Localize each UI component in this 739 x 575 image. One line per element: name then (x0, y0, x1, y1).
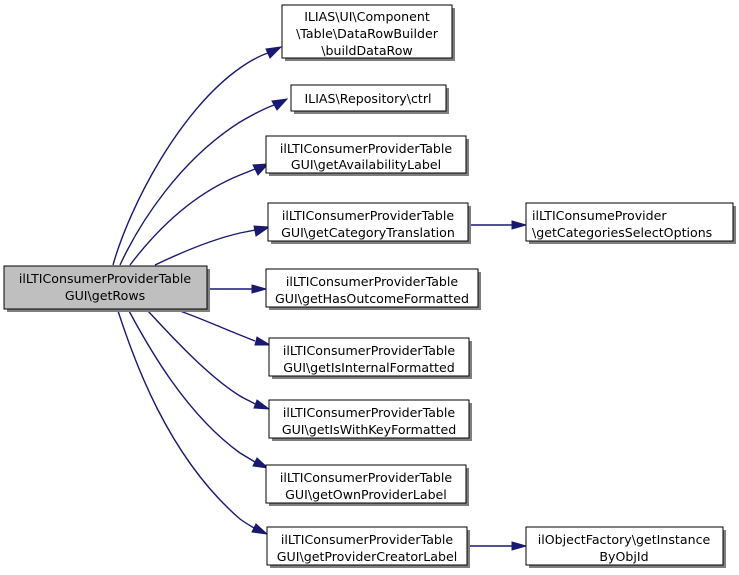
node-builddatarow-line-3: \buildDataRow (321, 43, 412, 58)
node-getavailabilitylabel-line-1: ilLTIConsumerProviderTable (280, 141, 453, 156)
node-getprovidercreatorlabel[interactable]: ilLTIConsumerProviderTable GUI\getProvid… (266, 526, 470, 568)
edge-getrows-to-builddatarow (112, 46, 283, 266)
node-getisinternalformatted-line-1: ilLTIConsumerProviderTable (283, 343, 456, 358)
node-getprovidercreatorlabel-line-1: ilLTIConsumerProviderTable (281, 532, 454, 547)
node-getcategoriesselectoptions-line-1: ilLTIConsumeProvider (532, 208, 667, 223)
node-layer: ilLTIConsumerProviderTable GUI\getRows I… (3, 4, 736, 568)
node-getavailabilitylabel[interactable]: ilLTIConsumerProviderTable GUI\getAvaila… (265, 135, 469, 176)
node-builddatarow-line-1: ILIAS\UI\Component (304, 9, 430, 24)
node-getiswithkeyformatted[interactable]: ilLTIConsumerProviderTable GUI\getIsWith… (268, 399, 472, 441)
edge-getrows-to-getavailabilitylabel (129, 163, 270, 266)
node-getrows-line-2: GUI\getRows (65, 288, 145, 303)
node-getavailabilitylabel-line-2: GUI\getAvailabilityLabel (291, 157, 441, 172)
node-getownproviderlabel[interactable]: ilLTIConsumerProviderTable GUI\getOwnPro… (265, 464, 469, 506)
node-getcategorytranslation-line-2: GUI\getCategoryTranslation (281, 225, 455, 240)
node-getiswithkeyformatted-line-2: GUI\getIsWithKeyFormatted (282, 422, 456, 437)
node-getcategoriesselectoptions-line-2: \getCategoriesSelectOptions (532, 225, 712, 240)
node-getownproviderlabel-line-1: ilLTIConsumerProviderTable (280, 470, 453, 485)
edge-getrows-to-getisinternalformatted (179, 310, 272, 346)
node-repository-ctrl-line-1: ILIAS\Repository\ctrl (304, 91, 431, 106)
node-getinstancebyobjid-line-1: ilObjectFactory\getInstance (538, 532, 711, 547)
edge-getrows-to-getownproviderlabel (128, 310, 270, 469)
edge-getrows-to-getcategorytranslation (154, 225, 271, 266)
edge-getrows-to-getiswithkeyformatted (147, 310, 271, 410)
edge-getrows-to-repository-ctrl (119, 98, 289, 266)
node-getprovidercreatorlabel-line-2: GUI\getProviderCreatorLabel (277, 549, 457, 564)
node-getcategorytranslation-line-1: ilLTIConsumerProviderTable (282, 208, 455, 223)
node-getinstancebyobjid-line-2: ByObjId (599, 549, 648, 564)
edge-getprovidercreatorlabel-to-getinstancebyobjid (470, 541, 528, 551)
node-getiswithkeyformatted-line-1: ilLTIConsumerProviderTable (283, 405, 456, 420)
node-getinstancebyobjid[interactable]: ilObjectFactory\getInstance ByObjId (525, 526, 726, 568)
edge-getrows-to-gethasoutcomeformatted (209, 284, 268, 294)
node-gethasoutcomeformatted[interactable]: ilLTIConsumerProviderTable GUI\getHasOut… (265, 268, 481, 310)
node-getrows[interactable]: ilLTIConsumerProviderTable GUI\getRows (3, 265, 210, 312)
node-getrows-line-1: ilLTIConsumerProviderTable (19, 271, 192, 286)
node-getisinternalformatted-line-2: GUI\getIsInternalFormatted (283, 360, 455, 375)
node-getcategorytranslation[interactable]: ilLTIConsumerProviderTable GUI\getCatego… (267, 202, 471, 244)
node-getisinternalformatted[interactable]: ilLTIConsumerProviderTable GUI\getIsInte… (268, 337, 472, 379)
node-builddatarow-line-2: \Table\DataRowBuilder (296, 26, 439, 41)
node-builddatarow[interactable]: ILIAS\UI\Component \Table\DataRowBuilder… (281, 4, 455, 61)
edge-getrows-to-getprovidercreatorlabel (117, 310, 269, 535)
edge-getcategorytranslation-to-getcategoriesselectoptions (468, 220, 528, 230)
edge-layer (112, 46, 528, 551)
node-getcategoriesselectoptions[interactable]: ilLTIConsumeProvider \getCategoriesSelec… (525, 202, 736, 244)
node-repository-ctrl[interactable]: ILIAS\Repository\ctrl (290, 84, 449, 114)
node-gethasoutcomeformatted-line-2: GUI\getHasOutcomeFormatted (275, 291, 469, 306)
node-getownproviderlabel-line-2: GUI\getOwnProviderLabel (285, 487, 447, 502)
node-gethasoutcomeformatted-line-1: ilLTIConsumerProviderTable (286, 274, 459, 289)
